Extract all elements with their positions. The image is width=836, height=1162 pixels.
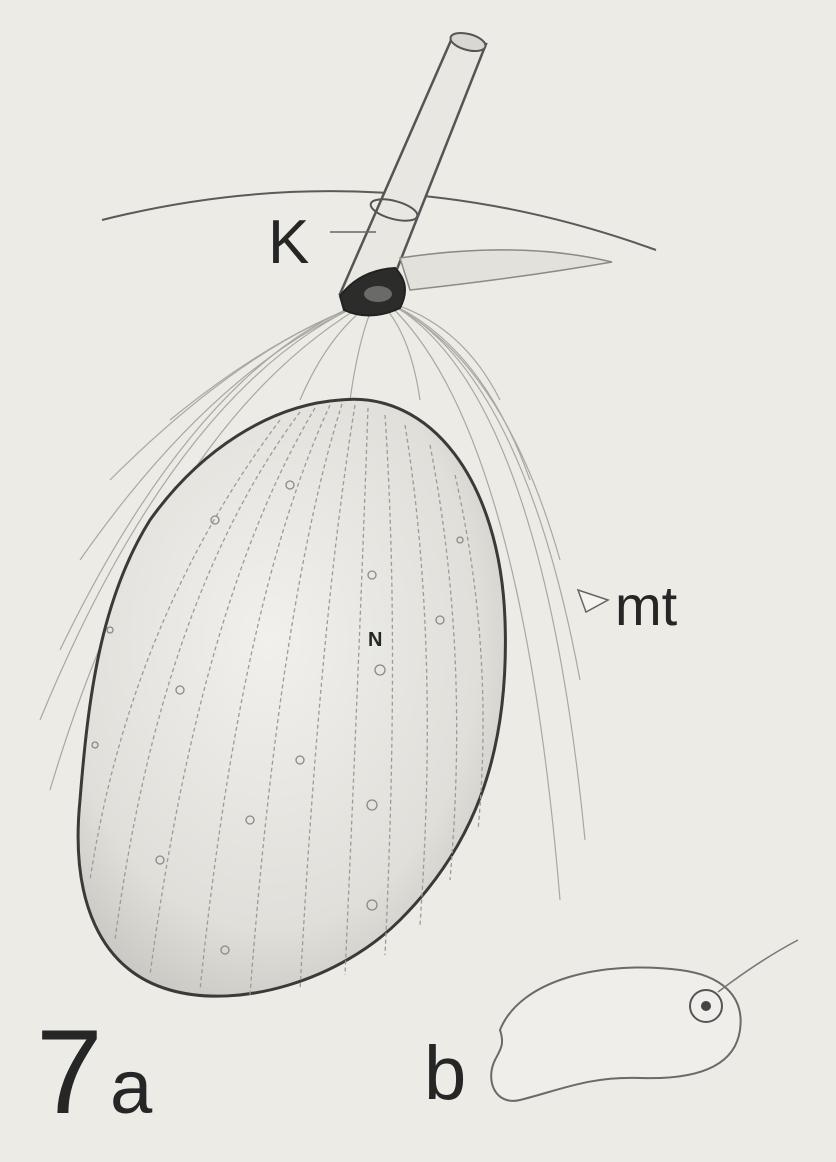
label-panel-b: b	[424, 1036, 466, 1112]
panel-b-organism	[491, 940, 798, 1101]
label-nucleus: N	[368, 630, 382, 650]
figure-number: 7	[36, 1012, 103, 1132]
flange	[400, 250, 612, 290]
mt-arrow	[578, 590, 608, 612]
label-kinetosome: K	[268, 212, 309, 274]
label-microtubules: mt	[615, 578, 677, 634]
label-panel-a: a	[110, 1050, 152, 1126]
